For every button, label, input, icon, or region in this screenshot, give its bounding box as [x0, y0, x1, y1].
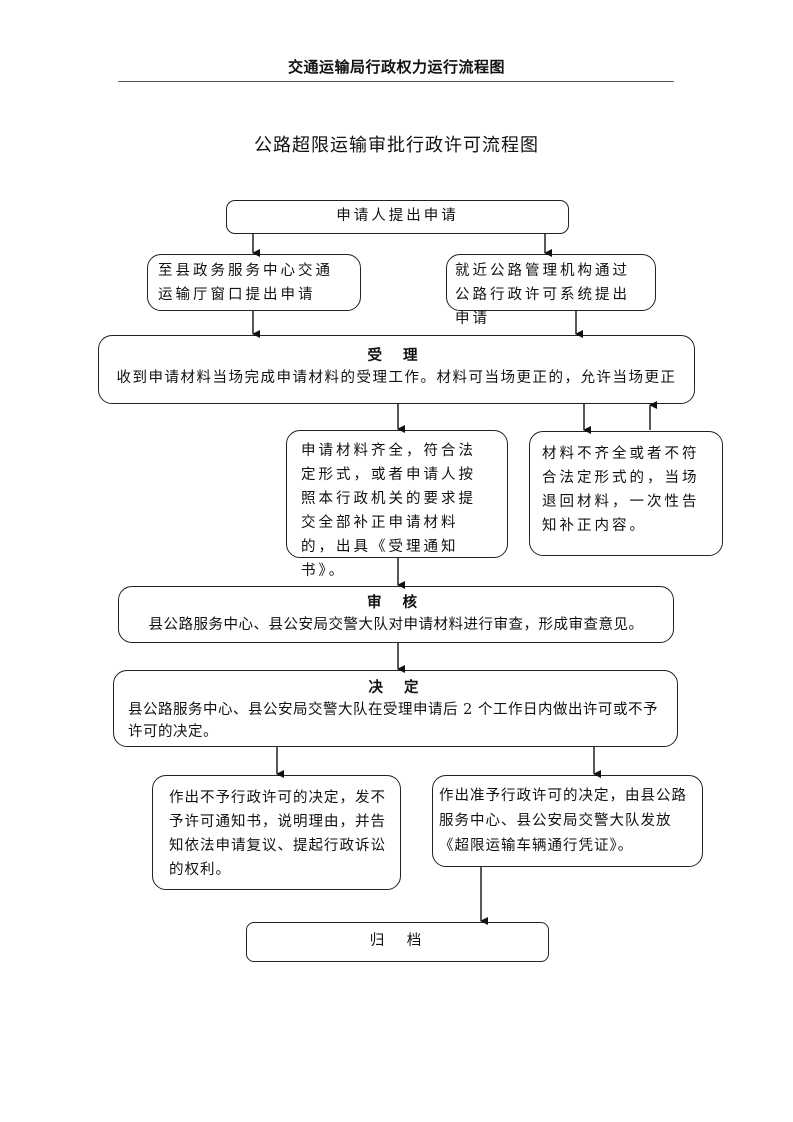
node-accept-label: 受 理: [367, 347, 426, 364]
node-grant: 作出准予行政许可的决定，由县公路服务中心、县公安局交警大队发放《超限运输车辆通行…: [432, 775, 703, 867]
node-review-text: 县公路服务中心、县公安局交警大队对申请材料进行审查，形成审查意见。: [148, 617, 644, 633]
node-online-text: 就近公路管理机构通过公路行政许可系统提出申请: [455, 263, 630, 327]
node-accept-text: 收到申请材料当场完成申请材料的受理工作。材料可当场更正的，允许当场更正: [116, 370, 677, 386]
node-review: 审 核 县公路服务中心、县公安局交警大队对申请材料进行审查，形成审查意见。: [118, 586, 674, 643]
node-window-text: 至县政务服务中心交通运输厅窗口提出申请: [158, 263, 333, 303]
node-decide-text: 县公路服务中心、县公安局交警大队在受理申请后 2 个工作日内做出许可或不予许可的…: [128, 702, 658, 740]
node-archive: 归 档: [246, 922, 549, 962]
node-window: 至县政务服务中心交通运输厅窗口提出申请: [147, 254, 361, 311]
header-divider: [118, 81, 674, 82]
node-online: 就近公路管理机构通过公路行政许可系统提出申请: [446, 254, 656, 327]
node-grant-text: 作出准予行政许可的决定，由县公路服务中心、县公安局交警大队发放《超限运输车辆通行…: [439, 788, 687, 854]
node-apply: 申请人提出申请: [226, 200, 569, 234]
node-apply-text: 申请人提出申请: [336, 208, 459, 224]
node-deny-text: 作出不予行政许可的决定，发不予许可通知书，说明理由，并告知依法申请复议、提起行政…: [169, 790, 386, 878]
flowchart-title: 公路超限运输审批行政许可流程图: [254, 135, 539, 156]
node-deny: 作出不予行政许可的决定，发不予许可通知书，说明理由，并告知依法申请复议、提起行政…: [152, 775, 401, 890]
node-archive-text: 归 档: [369, 933, 426, 949]
node-complete: 申请材料齐全，符合法定形式，或者申请人按照本行政机关的要求提交全部补正申请材料的…: [286, 430, 508, 579]
page-header: 交通运输局行政权力运行流程图: [287, 58, 505, 76]
node-complete-text: 申请材料齐全，符合法定形式，或者申请人按照本行政机关的要求提交全部补正申请材料的…: [301, 443, 476, 579]
node-review-label: 审 核: [366, 594, 426, 611]
node-incomplete-text: 材料不齐全或者不符合法定形式的，当场退回材料，一次性告知补正内容。: [542, 446, 700, 534]
node-decide-label: 决 定: [368, 679, 427, 696]
node-decide: 决 定 县公路服务中心、县公安局交警大队在受理申请后 2 个工作日内做出许可或不…: [113, 670, 678, 747]
node-accept: 受 理 收到申请材料当场完成申请材料的受理工作。材料可当场更正的，允许当场更正: [98, 335, 695, 404]
node-incomplete: 材料不齐全或者不符合法定形式的，当场退回材料，一次性告知补正内容。: [529, 431, 723, 556]
